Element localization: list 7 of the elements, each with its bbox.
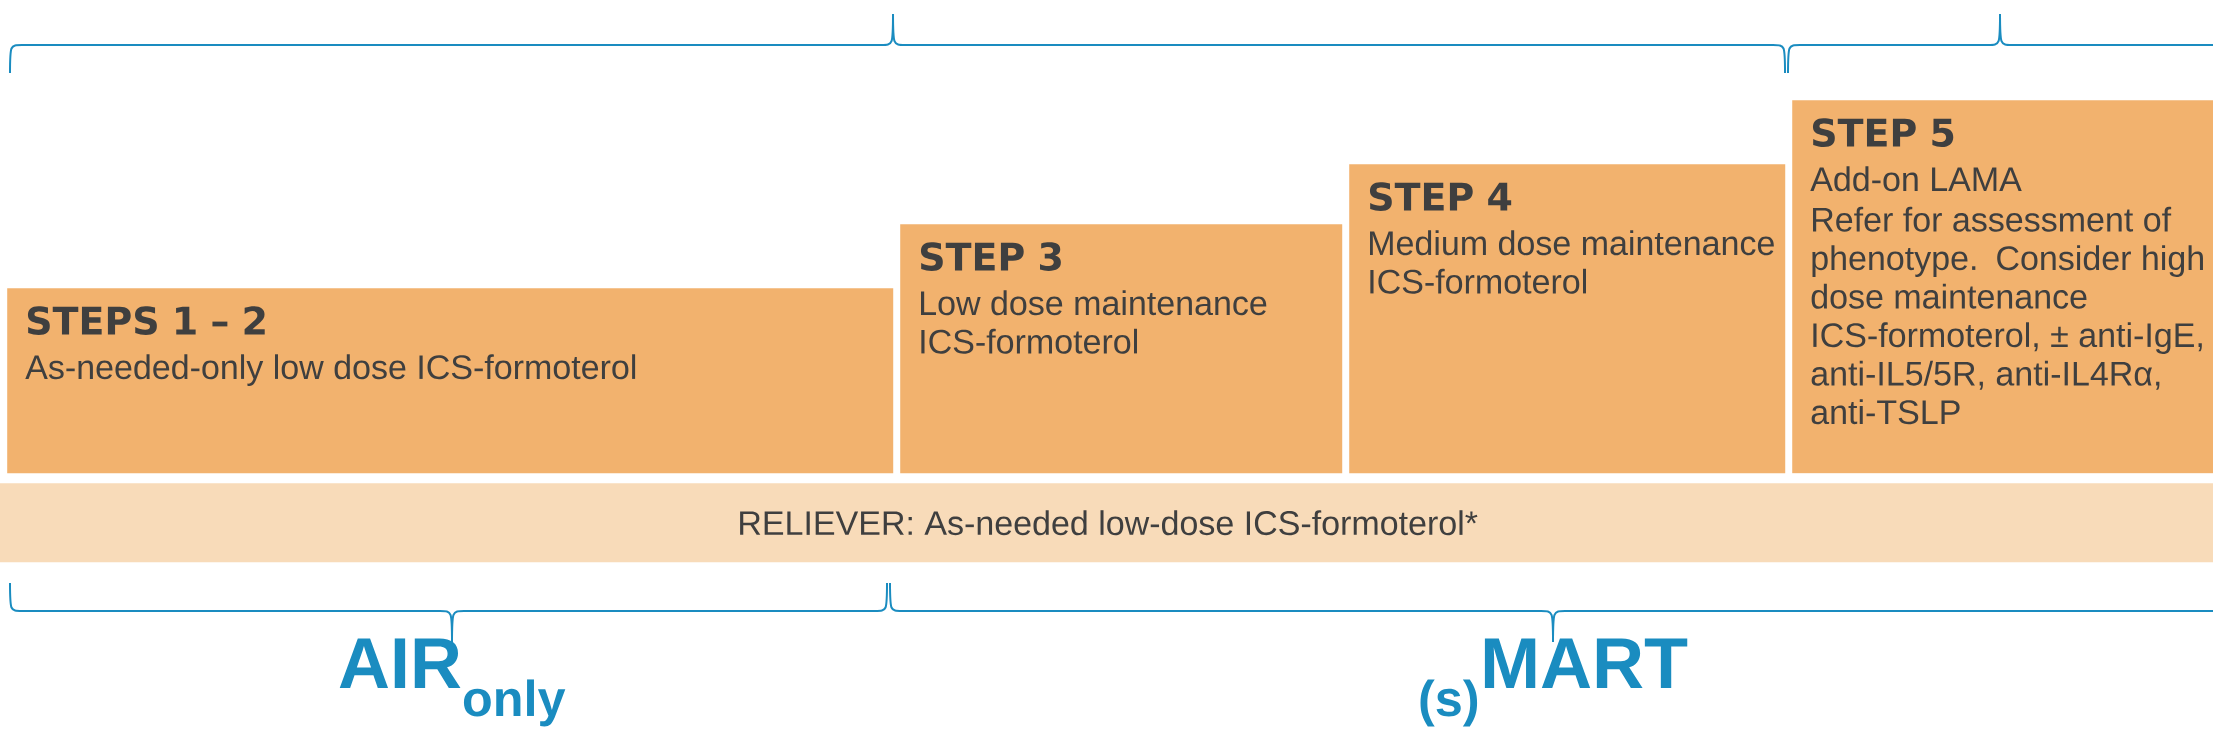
step-box: STEP 4 Medium dose maintenance ICS-formoterol <box>1349 164 1786 474</box>
approach-label: AIR$_{only}$ <box>339 638 566 727</box>
step-box: STEP 3 Low dose maintenance ICS-formoterol <box>900 224 1343 474</box>
reliever-band: RELIEVER: As-needed low-dose ICS-formoterol* <box>0 483 2213 563</box>
step-box: STEP 5 Add-on LAMA Refer for assessment of phenotype. Consider high dose maintenance ICS-formoterol, ± anti-IgE, anti-IL5/5R, anti-IL4Rα, anti-TSLP <box>1792 100 2213 474</box>
step-box: STEPS 1 – 2 As-needed-only low dose ICS-formoterol <box>7 288 894 474</box>
approach-label: $_{(s)}$MART <box>1420 638 1688 727</box>
